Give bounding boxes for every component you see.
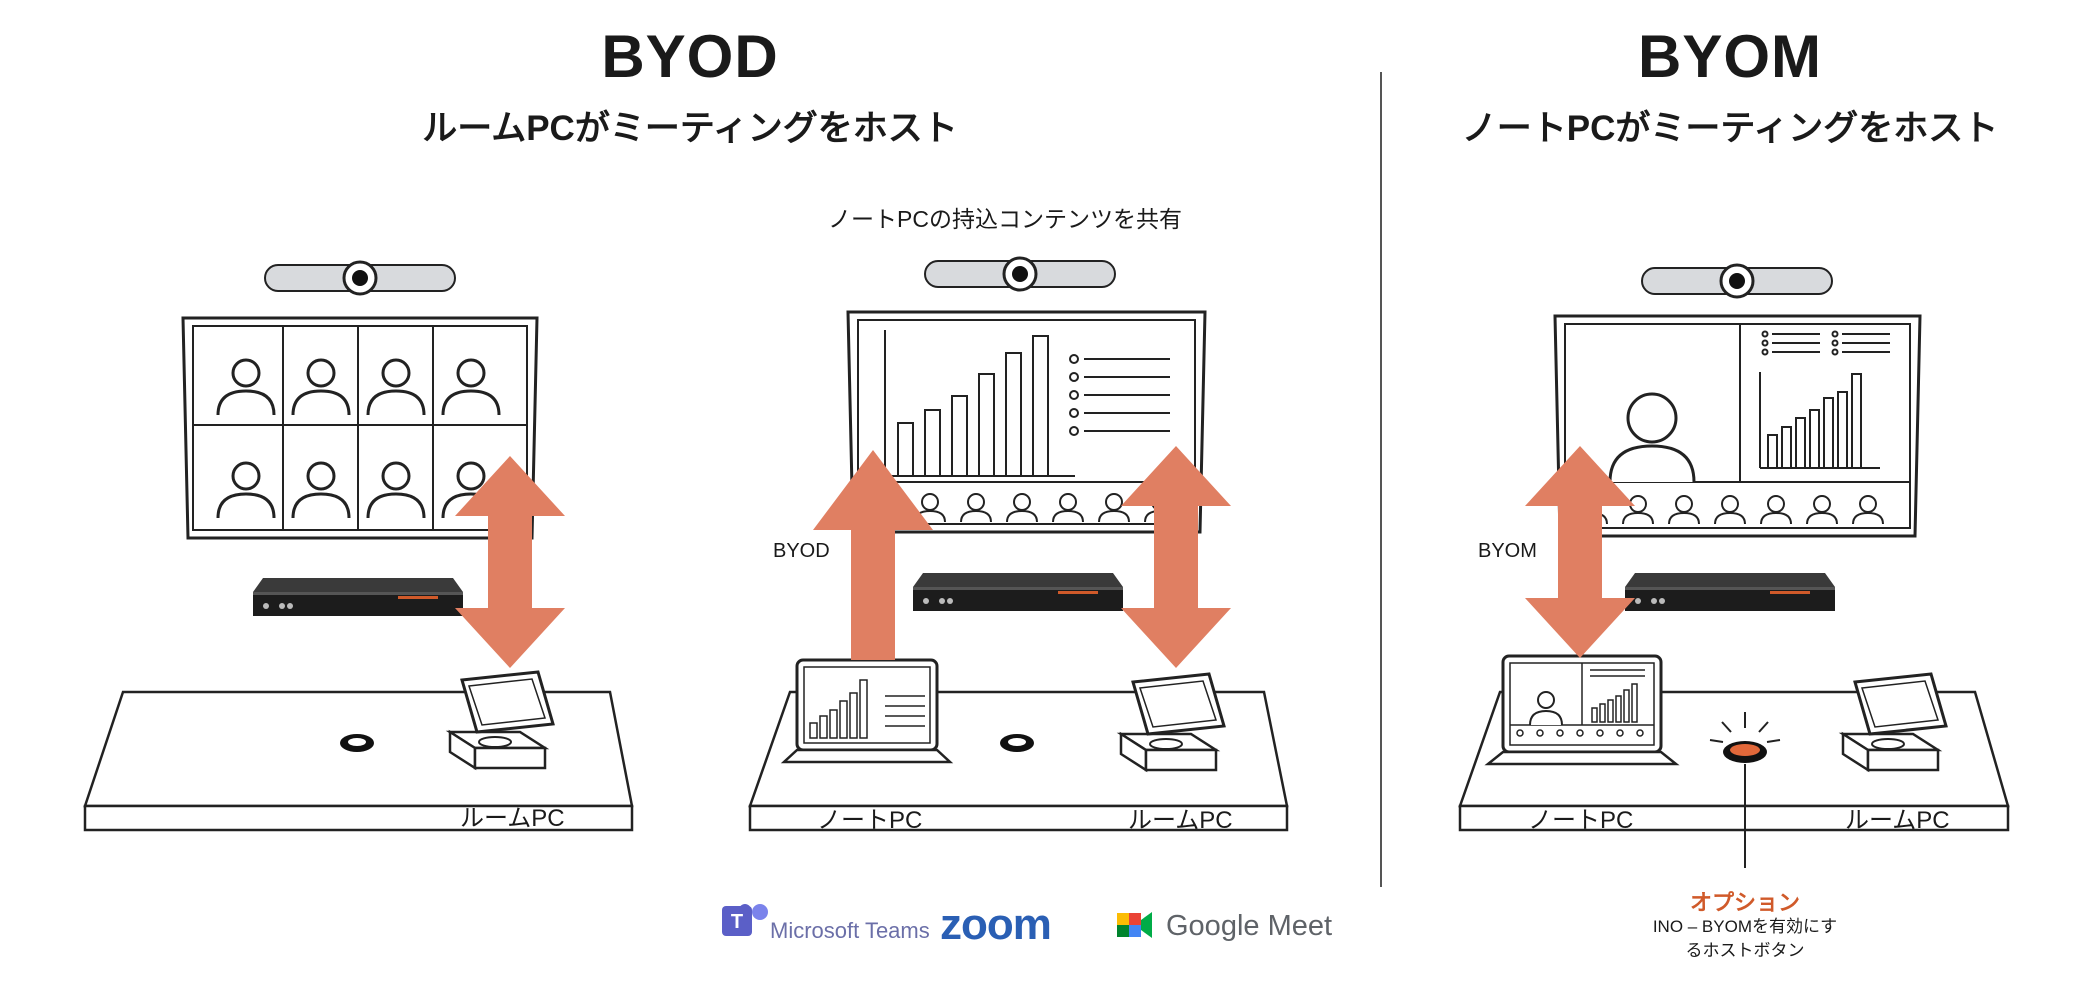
byod-title: BYOD: [601, 23, 779, 90]
option-desc-line2: るホストボタン: [1685, 941, 1805, 960]
p2-laptop-label: ノートPC: [817, 807, 923, 834]
p2-room-label: ルームPC: [1128, 807, 1233, 834]
p3-laptop-label: ノートPC: [1528, 807, 1634, 834]
option-title: オプション: [1689, 890, 1800, 915]
byod-subtitle: ルームPCがミーティングをホスト: [422, 109, 958, 148]
byom-subtitle: ノートPCがミーティングをホスト: [1461, 109, 1999, 148]
teams-logo-icon: T: [722, 904, 768, 936]
p3-room-label: ルームPC: [1845, 807, 1950, 834]
section-divider: [1380, 72, 1382, 887]
meet-logo-text: Google Meet: [1166, 910, 1333, 942]
byom-title: BYOM: [1638, 23, 1822, 90]
byod-arrow-label: BYOD: [773, 540, 830, 562]
zoom-logo-text: zoom: [940, 900, 1052, 949]
google-meet-icon: [1117, 912, 1152, 938]
byom-arrow-label: BYOM: [1478, 540, 1537, 562]
svg-text:T: T: [731, 911, 743, 933]
option-desc-line1: INO – BYOMを有効にす: [1652, 917, 1838, 936]
teams-logo-text: Microsoft Teams: [770, 918, 930, 943]
share-caption: ノートPCの持込コンテンツを共有: [828, 206, 1182, 232]
p1-room-label: ルームPC: [460, 805, 565, 832]
